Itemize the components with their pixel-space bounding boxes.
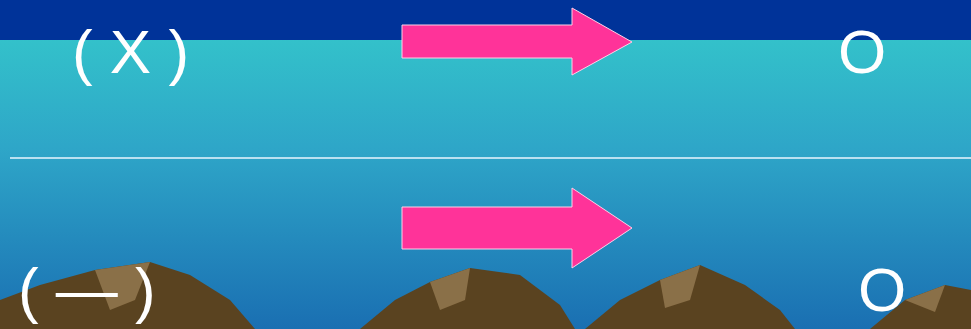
divider-line	[10, 157, 971, 159]
symbol-label: O	[838, 21, 886, 83]
rock-highlight	[905, 285, 945, 312]
block-arrow	[402, 188, 632, 268]
rock	[360, 268, 575, 329]
block-arrow	[402, 8, 632, 75]
symbol-label: O	[858, 259, 906, 321]
rock	[585, 265, 795, 329]
symbol-label: ( — )	[18, 259, 156, 321]
rock-highlight	[430, 268, 470, 310]
symbol-label: ( X )	[72, 21, 189, 83]
rock-highlight	[660, 265, 700, 308]
